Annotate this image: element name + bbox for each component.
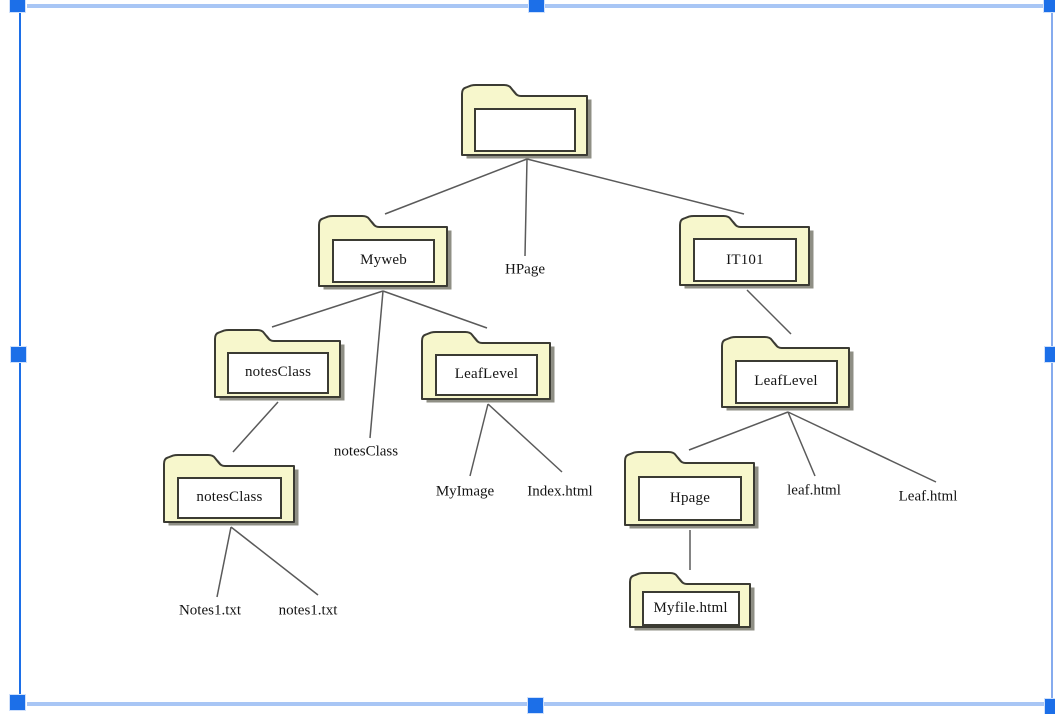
file-label-index-html: Index.html	[527, 483, 593, 500]
folder-label-box: LeafLevel	[734, 359, 838, 404]
folder-label: IT101	[726, 251, 764, 268]
folder-label: Myweb	[360, 252, 407, 269]
folder-label: LeafLevel	[754, 373, 818, 390]
folder-label-box: Myfile.html	[641, 590, 740, 626]
tree-edge-root-hpage-file	[524, 158, 528, 257]
folder-node-leaflevel: LeafLevel	[420, 331, 559, 408]
file-label-leaf-html: Leaf.html	[898, 488, 958, 505]
tree-edge-notesclass2-notes1-file	[216, 526, 232, 598]
tree-edge-leaflevel-right-hpage-folder	[688, 411, 789, 451]
folder-label-box: notesClass	[227, 351, 329, 395]
folder-label: LeafLevel	[454, 366, 519, 383]
tree-edge-leaflevel-left-index-file	[487, 403, 563, 473]
tree-edge-leaflevel-right-leaf-file	[787, 411, 816, 477]
resize-handle-bottom-left[interactable]	[10, 695, 25, 710]
folder-label: notesClass	[196, 489, 263, 506]
folder-node-myweb: Myweb	[317, 215, 456, 295]
folder-label: notesClass	[244, 364, 312, 381]
resize-handle-top-right[interactable]	[1044, 0, 1055, 12]
file-label-myimage: MyImage	[435, 483, 495, 500]
folder-node-myfile-html: Myfile.html	[628, 572, 759, 636]
tree-edge-root-myweb	[384, 158, 528, 215]
folder-node-notesclass: notesClass	[162, 454, 303, 531]
folder-label-box: notesClass	[176, 476, 283, 520]
tree-edge-it101-leaflevel-right	[746, 289, 792, 335]
file-label-notes1-txt: Notes1.txt	[178, 602, 242, 619]
folder-node-it101: IT101	[678, 215, 818, 294]
folder-label-box: IT101	[692, 238, 798, 282]
folder-label-box: Myweb	[331, 238, 436, 283]
tree-edge-myweb-notesclass1	[271, 290, 384, 328]
folder-label-box	[474, 107, 576, 152]
file-label-notes1-txt: notes1.txt	[278, 602, 338, 619]
resize-handle-middle-right[interactable]	[1045, 347, 1055, 362]
folder-label-box: LeafLevel	[434, 353, 539, 397]
tree-edge-leaflevel-left-myimage-file	[469, 403, 489, 477]
folder-label: Hpage	[669, 489, 711, 506]
folder-label-box: Hpage	[637, 475, 743, 522]
file-label-hpage: HPage	[505, 261, 545, 278]
tree-edge-notesclass2-notes1b-file	[230, 526, 319, 596]
tree-edge-leaflevel-right-leaf2-file	[787, 411, 937, 483]
file-label-leaf-html: leaf.html	[787, 482, 841, 499]
resize-handle-middle-left[interactable]	[11, 347, 26, 362]
tree-edge-myweb-leaflevel-left	[382, 290, 488, 329]
folder-label: Myfile.html	[653, 599, 728, 616]
folder-node-leaflevel: LeafLevel	[720, 336, 858, 416]
file-label-notesclass: notesClass	[333, 443, 399, 460]
folder-node-root	[460, 84, 596, 164]
resize-handle-top-middle[interactable]	[529, 0, 544, 12]
tree-edge-notesclass1-notesclass2	[232, 401, 279, 453]
resize-handle-bottom-middle[interactable]	[528, 698, 543, 713]
resize-handle-bottom-right[interactable]	[1045, 699, 1055, 714]
folder-node-hpage: Hpage	[623, 451, 763, 534]
folder-node-notesclass: notesClass	[213, 329, 349, 406]
tree-edge-root-it101	[526, 158, 745, 215]
tree-edge-myweb-notesclass-file	[369, 290, 384, 439]
resize-handle-top-left[interactable]	[10, 0, 25, 12]
